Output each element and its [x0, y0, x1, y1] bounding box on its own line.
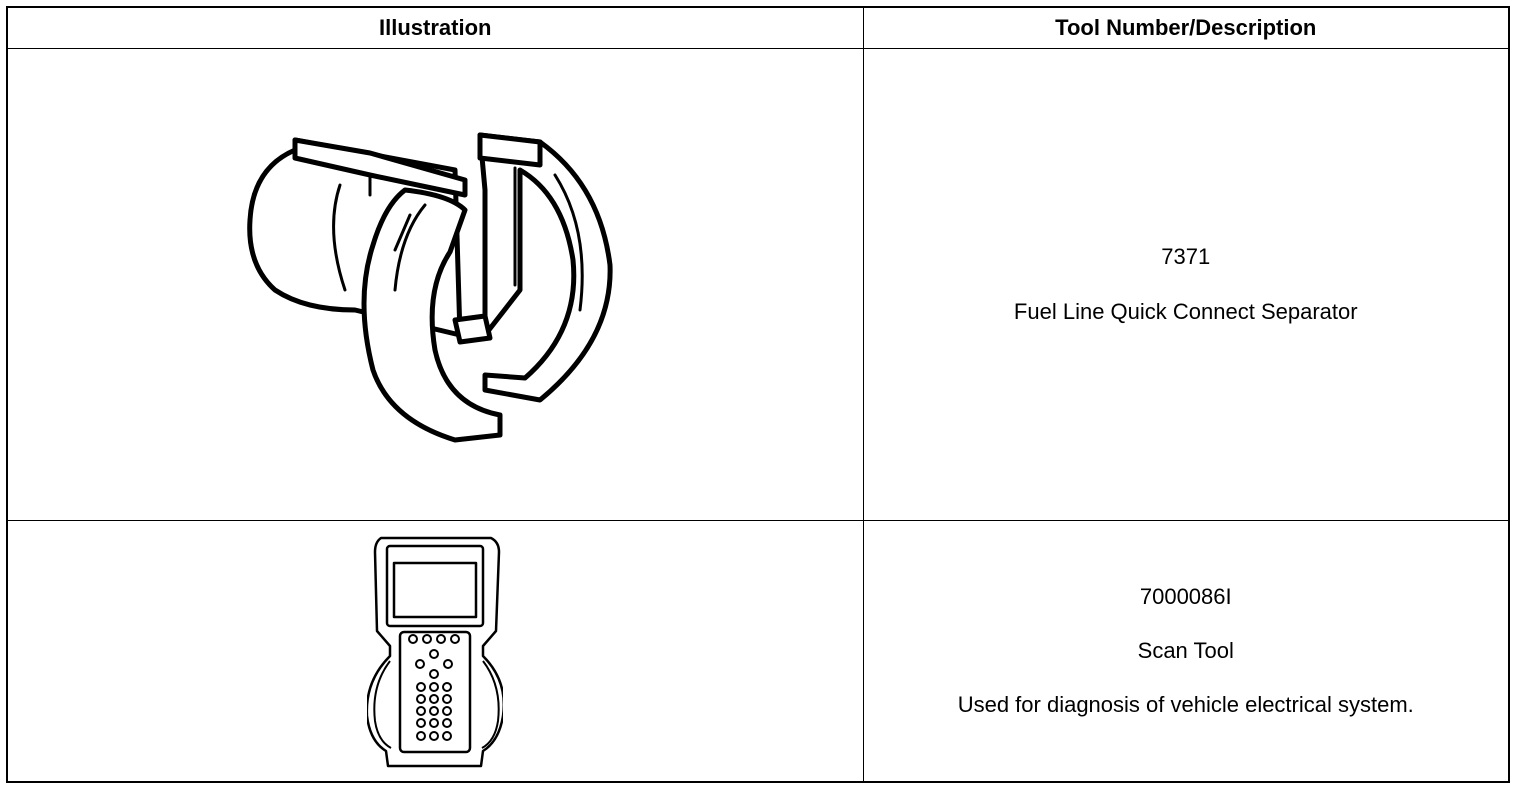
tool-name: Fuel Line Quick Connect Separator: [1013, 298, 1358, 324]
special-tools-table: Illustration Tool Number/Description: [6, 6, 1510, 783]
table-row: 7371 Fuel Line Quick Connect Separator: [6, 47, 1510, 522]
table-row: 7000086I Scan Tool Used for diagnosis of…: [6, 520, 1510, 783]
description-cell: 7371 Fuel Line Quick Connect Separator: [862, 47, 1510, 522]
header-row: Illustration Tool Number/Description: [6, 6, 1510, 49]
tool-name: Scan Tool: [1137, 637, 1234, 663]
header-illustration: Illustration: [6, 6, 864, 49]
header-tool-description: Tool Number/Description: [862, 6, 1510, 49]
illustration-cell: [6, 520, 864, 783]
illustration-cell: [6, 47, 864, 522]
tool-number: 7371: [1161, 244, 1211, 270]
quick-connect-separator-illustration: [247, 132, 613, 443]
description-cell: 7000086I Scan Tool Used for diagnosis of…: [862, 520, 1510, 783]
scan-tool-illustration: [367, 536, 504, 768]
tool-number: 7000086I: [1139, 583, 1232, 609]
tool-usage: Used for diagnosis of vehicle electrical…: [957, 692, 1414, 718]
